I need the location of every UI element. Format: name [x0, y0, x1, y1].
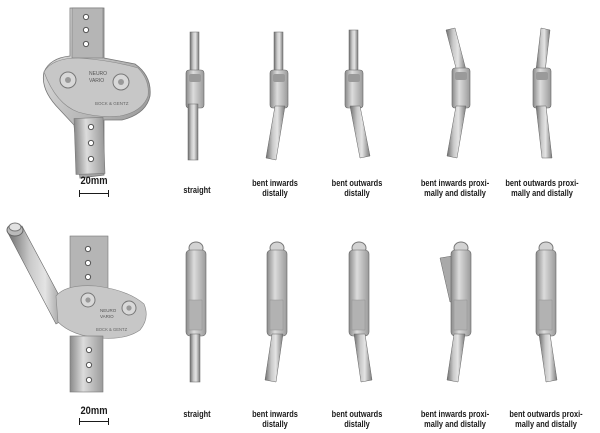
svg-text:NEURO: NEURO [100, 308, 117, 313]
joint-top-bent-inwards-prox-dist [445, 27, 471, 159]
svg-text:BOCK & GENTZ: BOCK & GENTZ [96, 327, 128, 332]
joint-assembly-top: NEURO VARIO BOCK & GENTZ [42, 7, 151, 179]
scale-label-top: 20mm [80, 175, 108, 187]
joint-model-text: VARIO [89, 78, 104, 84]
caption-bottom-bent-inwards-distally: bent inwards distally [252, 409, 298, 430]
caption-top-bent-inwards-distally: bent inwards distally [252, 178, 298, 199]
joint-top-straight [185, 31, 205, 161]
caption-top-bent-outwards-prox-dist: bent outwards proxi- mally and distally [505, 178, 579, 199]
caption-top-straight: straight [183, 185, 211, 196]
joint-top-bent-outwards-distally [344, 29, 371, 159]
scale-bar-top [79, 190, 109, 197]
caption-bottom-bent-outwards-prox-dist: bent outwards proxi- mally and distally [509, 409, 583, 430]
scale-label-bottom: 20mm [80, 405, 108, 417]
joint-bottom-bent-inwards-distally [264, 241, 288, 383]
joint-bottom-bent-outwards-prox-dist [535, 241, 558, 383]
joint-bottom-bent-inwards-prox-dist [439, 241, 472, 383]
svg-text:VARIO: VARIO [100, 314, 114, 319]
joint-bottom-bent-outwards-distally [348, 241, 373, 383]
joint-brand-text: NEURO [89, 71, 107, 77]
caption-bottom-straight: straight [183, 409, 211, 420]
caption-bottom-bent-inwards-prox-dist: bent inwards proxi- mally and distally [420, 409, 490, 430]
scale-bar-bottom [79, 418, 109, 425]
joint-assembly-bottom: NEURO VARIO BOCK & GENTZ [6, 222, 147, 393]
caption-top-bent-outwards-distally: bent outwards distally [331, 178, 383, 199]
joint-top-bent-outwards-prox-dist [532, 27, 553, 159]
caption-bottom-bent-outwards-distally: bent outwards distally [331, 409, 383, 430]
joint-bottom-straight [185, 241, 207, 383]
joint-top-bent-inwards-distally [265, 31, 289, 161]
joint-maker-text: BOCK & GENTZ [95, 101, 129, 106]
caption-top-bent-inwards-prox-dist: bent inwards proxi- mally and distally [420, 178, 490, 199]
